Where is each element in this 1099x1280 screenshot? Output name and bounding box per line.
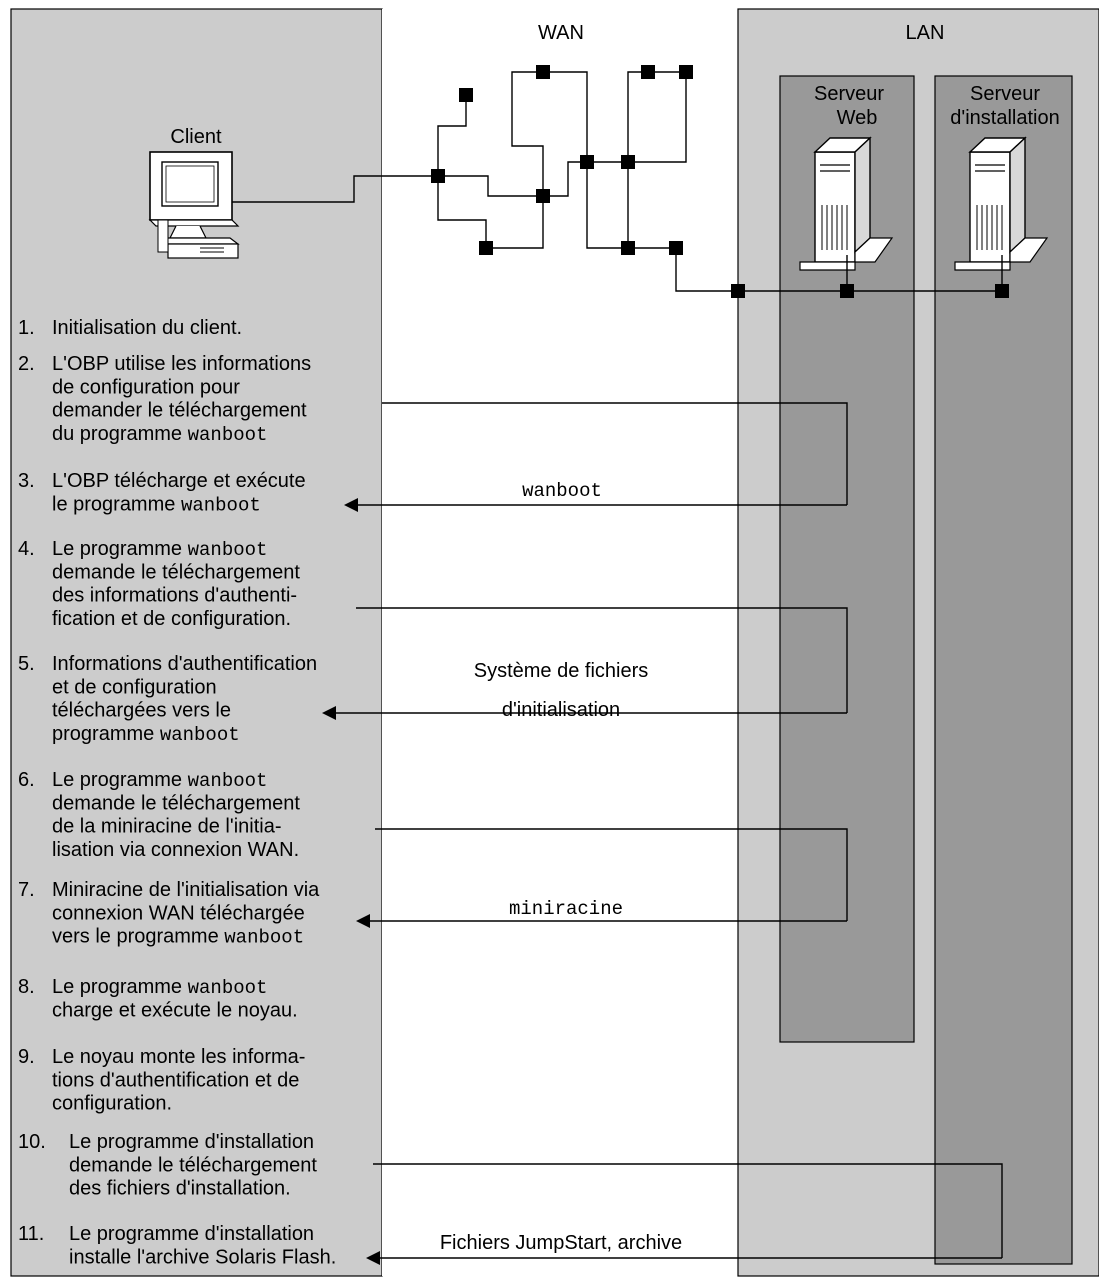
client-label: Client <box>170 126 222 148</box>
step-4-number: 4. <box>18 538 35 560</box>
step-10-number: 10. <box>18 1131 46 1153</box>
step-7-line-3: vers le programme wanboot <box>52 926 304 949</box>
web-server-label-line1: Serveur <box>814 83 884 105</box>
request-lines <box>334 402 1003 1259</box>
step-9-line-2: tions d'authentification et de <box>52 1069 299 1091</box>
step-6-line-4: lisation via connexion WAN. <box>52 839 299 861</box>
step-5-number: 5. <box>18 653 35 675</box>
step-9-line-3: configuration. <box>52 1093 172 1115</box>
step-6-line-3: de la miniracine de l'initia- <box>52 816 281 838</box>
step-4-line-2: demande le téléchargement <box>52 561 300 583</box>
step-9-number: 9. <box>18 1046 35 1068</box>
step-3-line-2: le programme wanboot <box>52 493 261 516</box>
install-server-label-line2: d'installation <box>950 107 1059 129</box>
step-5-line-1: Informations d'authentification <box>52 653 317 675</box>
arrowhead-step7 <box>356 914 370 928</box>
step-2-line-2: de configuration pour <box>52 376 240 398</box>
step-4-line-1: Le programme wanboot <box>52 538 267 561</box>
step-2-line-1: L'OBP utilise les informations <box>52 353 311 375</box>
transfer-label-wanboot: wanboot <box>522 480 602 502</box>
step-7-line-2: connexion WAN téléchargée <box>52 902 305 924</box>
step-6-line-1: Le programme wanboot <box>52 769 267 792</box>
step-10-line-3: des fichiers d'installation. <box>69 1178 291 1200</box>
step-11-line-1: Le programme d'installation <box>69 1223 314 1245</box>
steps-list: 1. Initialisation du client. 2. L'OBP utili… <box>18 317 336 1268</box>
arrowhead-step11 <box>366 1251 380 1265</box>
web-server-label-line2: Web <box>837 107 878 129</box>
step-3-number: 3. <box>18 470 35 492</box>
step-7-number: 7. <box>18 879 35 901</box>
step-2-line-3: demander le téléchargement <box>52 400 307 422</box>
step-7-line-1: Miniracine de l'initialisation via <box>52 879 320 901</box>
install-server-label-line1: Serveur <box>970 83 1040 105</box>
transfer-label-miniroot: miniracine <box>509 898 623 920</box>
step-5-line-2: et de configuration <box>52 676 217 698</box>
client-computer-icon <box>148 151 240 259</box>
install-server-icon <box>954 136 1049 271</box>
step-1-number: 1. <box>18 317 35 339</box>
transfer-label-bootfs-line1: Système de fichiers <box>474 660 649 682</box>
wan-zone <box>382 9 738 1276</box>
step-5-line-4: programme wanboot <box>52 723 240 746</box>
step-5-line-3: téléchargées vers le <box>52 700 231 722</box>
step-6-number: 6. <box>18 769 35 791</box>
arrowhead-step5 <box>322 706 336 720</box>
transfer-label-bootfs-line2: d'initialisation <box>502 699 620 721</box>
transfer-label-jumpstart: Fichiers JumpStart, archive <box>440 1232 682 1254</box>
network-nodes <box>431 65 1009 298</box>
step-2-line-4: du programme wanboot <box>52 423 267 446</box>
step-10-line-1: Le programme d'installation <box>69 1131 314 1153</box>
step-6-line-2: demande le téléchargement <box>52 792 300 814</box>
step-8-number: 8. <box>18 976 35 998</box>
lan-label: LAN <box>906 22 945 44</box>
install-server-column <box>934 75 1073 1265</box>
step-8-line-1: Le programme wanboot <box>52 976 267 999</box>
step-1-line-1: Initialisation du client. <box>52 317 242 339</box>
step-10-line-2: demande le téléchargement <box>69 1154 317 1176</box>
step-11-number: 11. <box>18 1223 44 1245</box>
arrowhead-step3 <box>344 498 358 512</box>
step-4-line-3: des informations d'authenti- <box>52 585 297 607</box>
arrowheads <box>322 498 380 1265</box>
network-links <box>232 71 1004 292</box>
step-3-line-1: L'OBP télécharge et exécute <box>52 470 306 492</box>
step-11-line-2: installe l'archive Solaris Flash. <box>69 1246 336 1268</box>
step-8-line-2: charge et exécute le noyau. <box>52 999 298 1021</box>
step-9-line-1: Le noyau monte les informa- <box>52 1046 305 1068</box>
wan-label: WAN <box>538 22 584 44</box>
step-2-number: 2. <box>18 353 35 375</box>
step-4-line-4: fication et de configuration. <box>52 608 291 630</box>
web-server-icon <box>799 136 894 271</box>
